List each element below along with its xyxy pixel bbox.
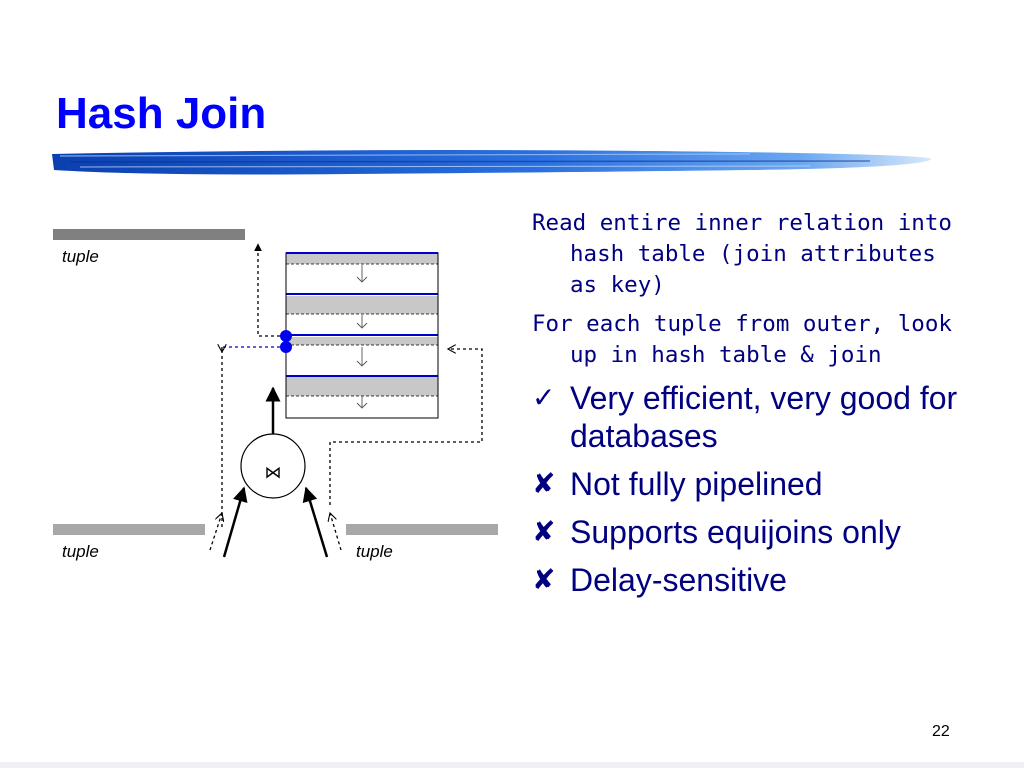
bullet-item-not-pipelined: ✘ Not fully pipelined (532, 465, 972, 503)
left-input-arrow (222, 486, 248, 558)
page-number: 22 (932, 723, 950, 740)
slide-title: Hash Join (56, 89, 267, 138)
code-item-probe-outer: For each tuple from outer, look up in ha… (532, 311, 966, 368)
hash-table (285, 252, 439, 419)
slide-content: Read entire inner relation into hash tab… (532, 208, 972, 609)
dotted-probe-line-up (254, 243, 286, 337)
bullet-item-efficient: ✓ Very efficient, very good for database… (532, 379, 972, 455)
right-input-arrow (302, 486, 329, 558)
hash-join-diagram: tuple ⋈ tuple tuple (53, 229, 498, 561)
title-underline-brushstroke (52, 150, 932, 175)
bullet-text: Not fully pipelined (570, 466, 823, 502)
left-tuple-bar (53, 524, 205, 535)
right-tuple-bar (346, 524, 498, 535)
top-tuple-label: tuple (62, 247, 99, 266)
cross-icon: ✘ (532, 563, 556, 596)
join-operator-circle (240, 433, 306, 499)
right-tuple-label: tuple (356, 542, 393, 561)
bullet-item-equijoins: ✘ Supports equijoins only (532, 513, 972, 551)
top-tuple-bar (53, 229, 245, 240)
left-tuple-label: tuple (62, 542, 99, 561)
bullet-text: Very efficient, very good for databases (570, 380, 958, 454)
code-item-read-inner: Read entire inner relation into hash tab… (532, 210, 966, 298)
bullet-item-delay-sensitive: ✘ Delay-sensitive (532, 561, 972, 599)
join-operator-symbol: ⋈ (265, 463, 282, 482)
bottom-band (0, 762, 1024, 768)
probe-point-upper (280, 330, 292, 342)
left-dotted-input-arrow (209, 513, 222, 551)
check-icon: ✓ (532, 381, 556, 414)
probe-point-lower (280, 341, 292, 353)
cross-icon: ✘ (532, 467, 556, 500)
bullet-text: Supports equijoins only (570, 514, 901, 550)
bullet-text: Delay-sensitive (570, 562, 787, 598)
dotted-build-line (329, 349, 483, 505)
right-dotted-input-arrow (330, 513, 342, 551)
cross-icon: ✘ (532, 515, 556, 548)
